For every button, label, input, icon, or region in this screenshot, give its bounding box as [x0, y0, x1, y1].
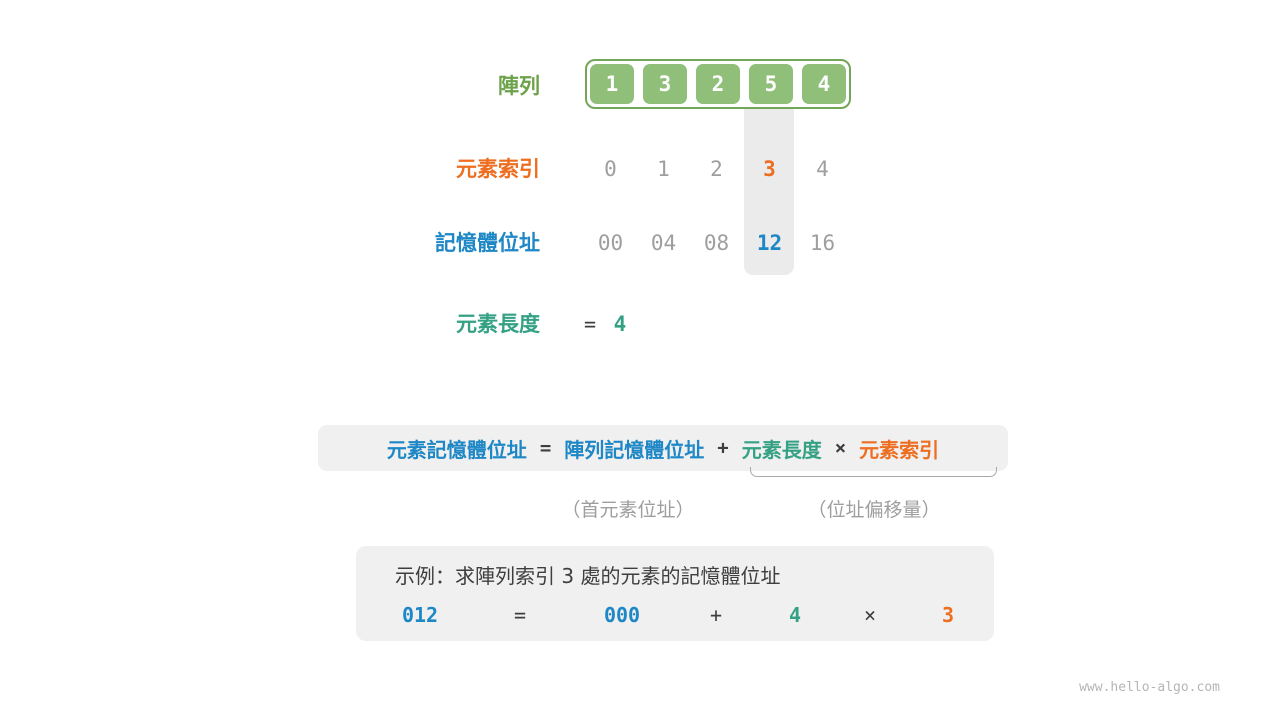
highlight-column-band: [744, 107, 794, 275]
address-value: 16: [809, 231, 836, 255]
formula-box: 元素記憶體位址 = 陣列記憶體位址 + 元素長度 × 元素索引: [318, 425, 1008, 471]
array-container: 1 3 2 5 4: [585, 59, 851, 109]
array-cell-highlighted: 5: [749, 64, 793, 104]
example-length-value: 4: [788, 603, 802, 627]
address-value-highlighted: 12: [756, 231, 783, 255]
watermark-url: www.hello-algo.com: [1079, 680, 1220, 695]
formula-multiply-operator: ×: [834, 437, 847, 459]
array-label: 陣列: [498, 74, 540, 98]
array-cell: 3: [643, 64, 687, 104]
index-value: 2: [710, 157, 723, 181]
address-value: 04: [650, 231, 677, 255]
index-value: 0: [604, 157, 617, 181]
address-value: 00: [597, 231, 624, 255]
index-value: 4: [816, 157, 829, 181]
example-title: 示例：求陣列索引 3 處的元素的記憶體位址: [395, 564, 781, 588]
example-index-value: 3: [941, 603, 955, 627]
formula-element-index: 元素索引: [859, 437, 940, 462]
array-cell: 1: [590, 64, 634, 104]
memory-address-row: 00 04 08 12 16: [584, 231, 849, 255]
example-equals-operator: =: [513, 603, 527, 627]
example-plus-operator: +: [709, 603, 723, 627]
element-index-row: 0 1 2 3 4: [584, 157, 849, 181]
element-length-label: 元素長度: [456, 312, 540, 336]
memory-address-label: 記憶體位址: [435, 231, 540, 255]
element-index-label: 元素索引: [456, 157, 540, 181]
formula-array-base-address: 陣列記憶體位址: [564, 437, 705, 462]
element-length-equals: =: [583, 312, 597, 336]
address-value: 08: [703, 231, 730, 255]
index-value: 1: [657, 157, 670, 181]
example-base-address-value: 000: [603, 603, 641, 627]
offset-underbrace: [750, 467, 997, 477]
annotation-address-offset: （位址偏移量）: [807, 499, 941, 521]
formula-equals-operator: =: [539, 437, 552, 459]
annotation-first-element-address: （首元素位址）: [561, 499, 695, 521]
index-value-highlighted: 3: [763, 157, 776, 181]
formula-plus-operator: +: [717, 437, 729, 459]
formula-result-address: 元素記憶體位址: [386, 437, 527, 462]
example-result-value: 012: [401, 603, 439, 627]
array-cell: 4: [802, 64, 846, 104]
formula-element-length: 元素長度: [741, 437, 822, 462]
element-length-value: 4: [613, 312, 627, 336]
example-multiply-operator: ×: [863, 603, 877, 627]
array-cell: 2: [696, 64, 740, 104]
example-box: [356, 546, 994, 641]
